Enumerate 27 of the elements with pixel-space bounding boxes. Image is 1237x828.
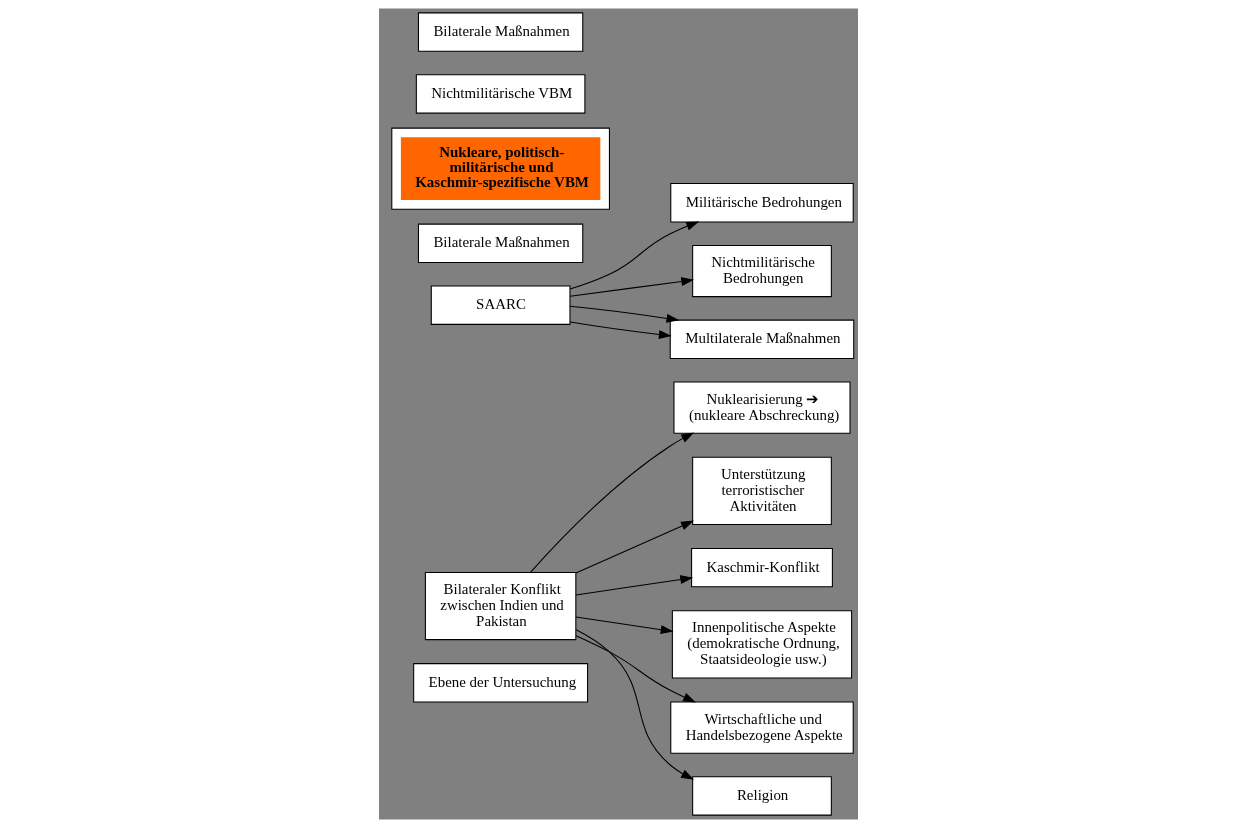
node-box: Wirtschaftliche und Handelsbezogene Aspekte xyxy=(670,701,854,754)
arrow xyxy=(575,616,674,635)
node-box: Bilateraler Konflikt zwischen Indien und Pakistan xyxy=(424,571,577,641)
node-box: Nichtmilitärische VBM xyxy=(415,74,586,114)
cluster xyxy=(391,127,610,210)
node-box: Militärische Bedrohungen xyxy=(670,183,854,223)
arrow xyxy=(569,221,700,290)
node-box: Innenpolitische Aspekte (demokratische Ordnung, Staatsideologie usw.) xyxy=(671,610,853,679)
node-box: Bilaterale Maßnahmen xyxy=(417,223,584,264)
node-box: Unterstützung terroristischer Aktivitäten xyxy=(692,456,832,525)
arrow xyxy=(529,432,695,573)
arrow xyxy=(575,635,696,703)
node-box: Ebene der Untersuchung xyxy=(413,663,589,703)
node-box: Bilaterale Maßnahmen xyxy=(417,12,584,52)
arrow xyxy=(569,305,680,323)
node-box: Multilaterale Maßnahmen xyxy=(669,319,855,360)
arrow xyxy=(575,575,694,596)
node-box: Nuklearisierung ➔ (nukleare Abschreckung) xyxy=(673,381,851,434)
arrow xyxy=(575,520,694,574)
node-box: Kaschmir-Konflikt xyxy=(691,547,833,588)
arrow xyxy=(569,321,672,339)
node-box: Nukleare, politisch-militärische und Kaschmir-spezifische VBM xyxy=(399,136,602,202)
node-box: SAARC xyxy=(430,285,571,325)
arrow xyxy=(575,629,694,780)
arrow xyxy=(569,277,695,297)
node-box: Nichtmilitärische Bedrohungen xyxy=(692,244,832,298)
node-box: Religion xyxy=(692,776,832,816)
